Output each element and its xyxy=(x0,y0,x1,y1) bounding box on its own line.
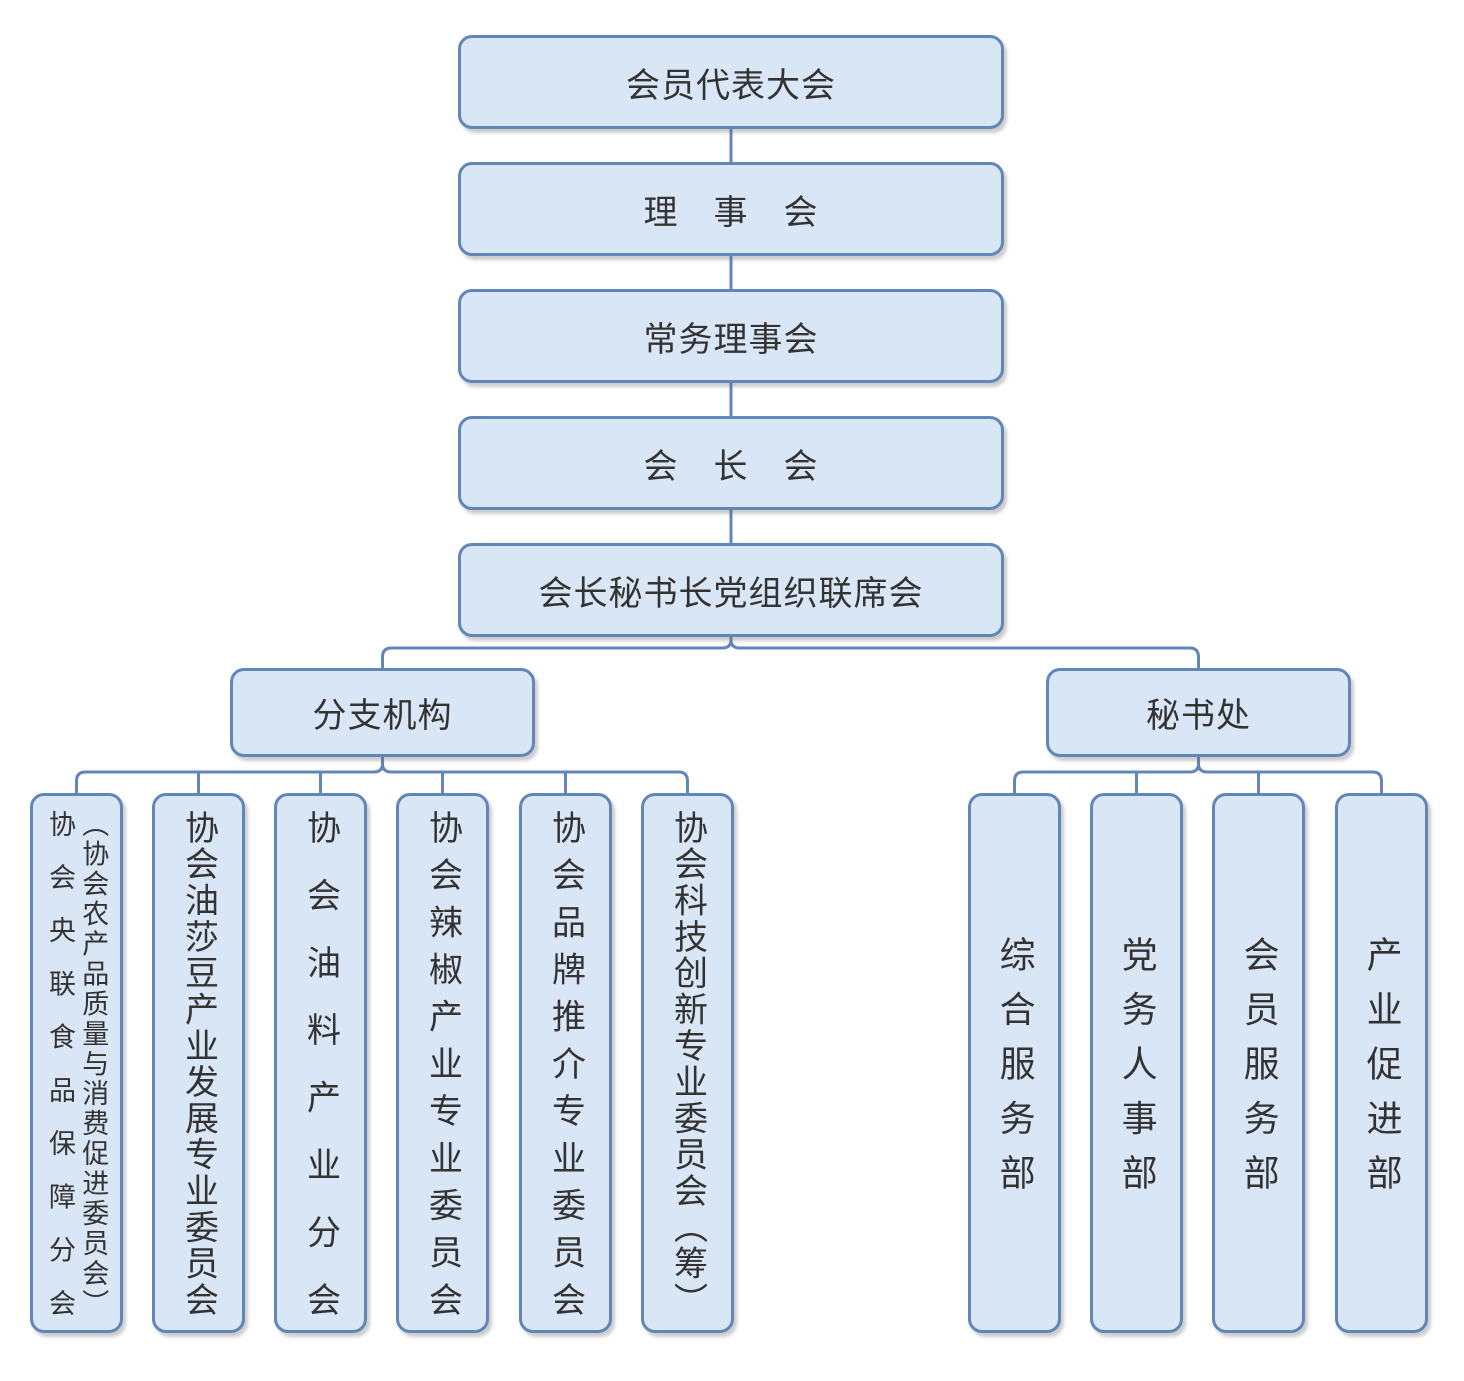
node-label: 协会科技创新专业委员会（筹） xyxy=(668,810,707,1316)
node-branch-organs: 分支机构 xyxy=(230,668,535,757)
node-joint-meeting: 会长秘书长党组织联席会 xyxy=(458,543,1004,637)
branch-bus-right xyxy=(1013,755,1383,795)
node-industry-promotion-dept: 产业促进部 xyxy=(1335,793,1428,1333)
node-council: 理 事 会 xyxy=(458,162,1004,256)
node-label: 产业促进部 xyxy=(1361,936,1403,1190)
node-member-service-dept: 会员服务部 xyxy=(1212,793,1305,1333)
node-label: 党务人事部 xyxy=(1116,936,1158,1190)
node-brand-promotion-committee: 协会品牌推介专业委员会 xyxy=(519,793,612,1333)
node-chili-committee: 协会辣椒产业专业委员会 xyxy=(396,793,489,1333)
node-label: 协会品牌推介专业委员会 xyxy=(546,810,585,1316)
node-label: （协会农产品质量与消费促进委员会） xyxy=(78,810,109,1316)
node-cyperus-committee: 协会油莎豆产业发展专业委员会 xyxy=(152,793,245,1333)
node-label: 协会油料产业分会 xyxy=(301,810,340,1316)
node-general-service-dept: 综合服务部 xyxy=(968,793,1061,1333)
node-label: 会员服务部 xyxy=(1238,936,1280,1190)
node-presidents-meeting: 会 长 会 xyxy=(458,416,1004,510)
node-food-security-subcommittee: （协会农产品质量与消费促进委员会） 协会央联食品保障分会 xyxy=(30,793,123,1333)
node-party-hr-dept: 党务人事部 xyxy=(1090,793,1183,1333)
node-tech-innovation-committee: 协会科技创新专业委员会（筹） xyxy=(641,793,734,1333)
node-label: 协会央联食品保障分会 xyxy=(45,810,75,1316)
node-label: 协会辣椒产业专业委员会 xyxy=(423,810,462,1316)
node-label: 协会油莎豆产业发展专业委员会 xyxy=(179,810,218,1316)
branch-bus-left xyxy=(75,755,689,795)
node-member-congress: 会员代表大会 xyxy=(458,35,1004,129)
node-oilseed-branch: 协会油料产业分会 xyxy=(274,793,367,1333)
node-secretariat: 秘书处 xyxy=(1046,668,1351,757)
node-standing-council: 常务理事会 xyxy=(458,289,1004,383)
node-label: 综合服务部 xyxy=(994,936,1036,1190)
branch-split-connector xyxy=(381,635,1200,670)
